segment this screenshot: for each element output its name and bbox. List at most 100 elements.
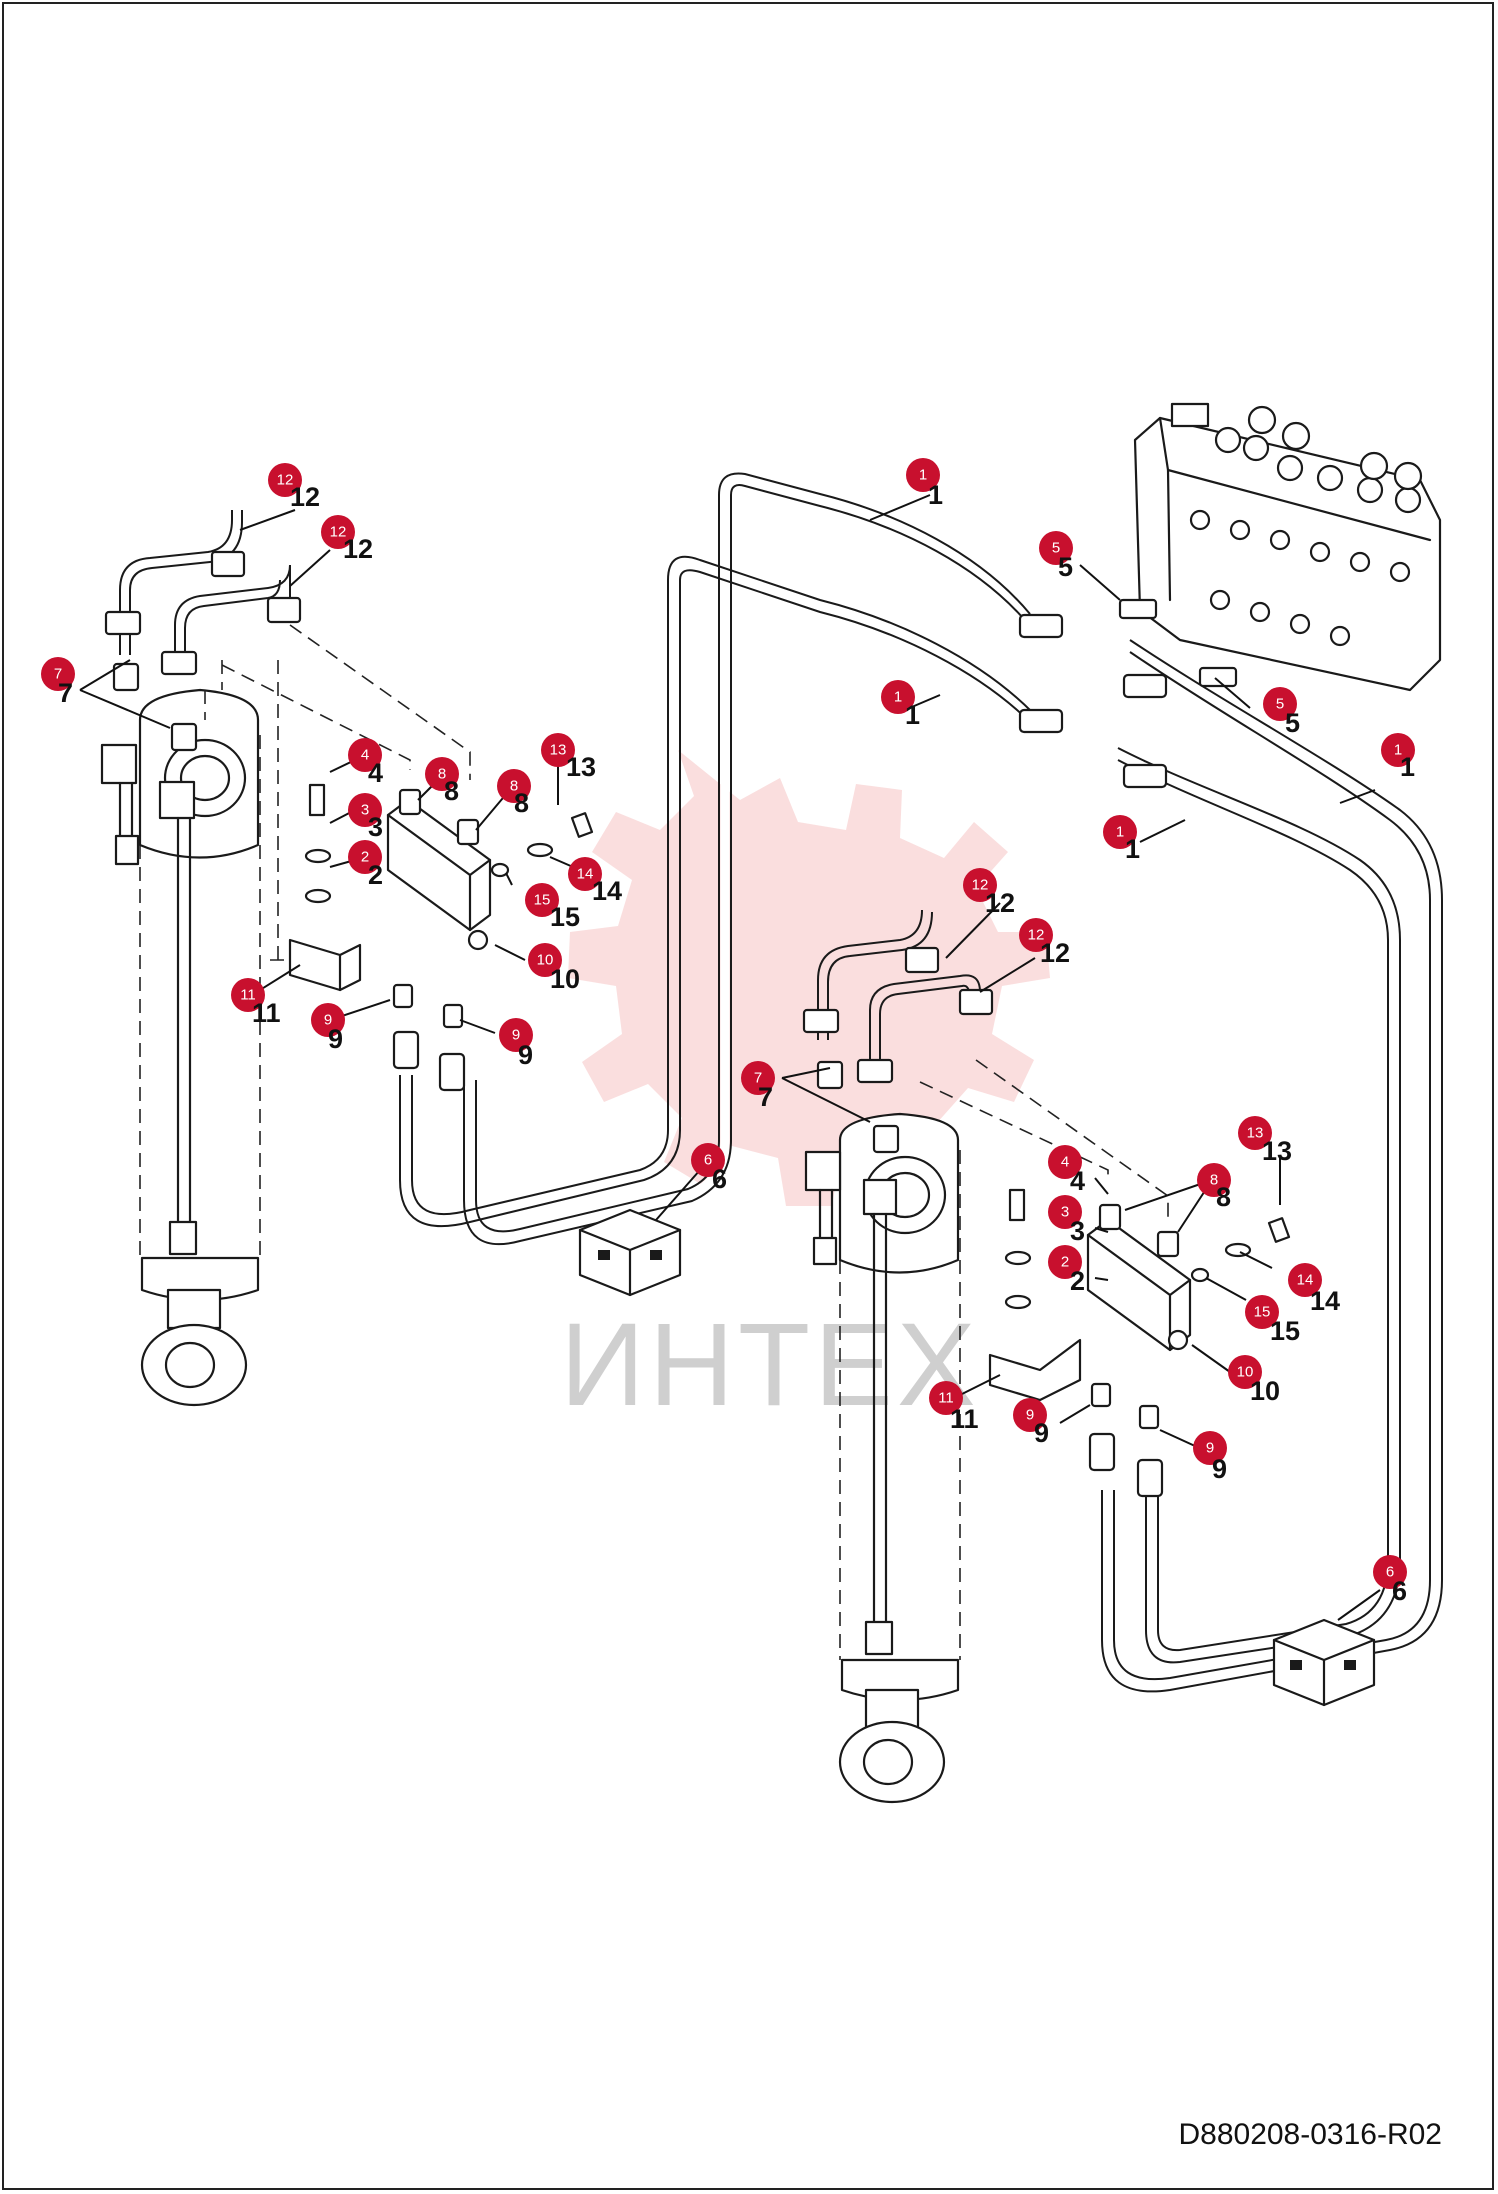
- callout-1-lower: 11: [1103, 815, 1140, 864]
- svg-text:9: 9: [1034, 1418, 1049, 1448]
- svg-text:13: 13: [1262, 1136, 1292, 1166]
- svg-text:2: 2: [1061, 1254, 1069, 1271]
- svg-text:12: 12: [985, 888, 1015, 918]
- svg-text:5: 5: [1276, 696, 1284, 713]
- svg-text:7: 7: [58, 678, 73, 708]
- svg-text:1: 1: [1116, 824, 1124, 841]
- svg-text:14: 14: [592, 876, 622, 906]
- svg-text:8: 8: [438, 766, 446, 783]
- svg-text:3: 3: [361, 802, 369, 819]
- svg-text:1: 1: [928, 480, 943, 510]
- callout-6-right: 66: [1373, 1555, 1407, 1606]
- svg-text:1: 1: [1400, 752, 1415, 782]
- svg-text:2: 2: [361, 849, 369, 866]
- watermark: ИНТЕХ: [560, 750, 1050, 1431]
- hose-1-long-runs: [399, 472, 1443, 1693]
- svg-text:9: 9: [1026, 1407, 1034, 1424]
- callout-8-right: 88: [1197, 1163, 1231, 1212]
- svg-text:12: 12: [290, 482, 320, 512]
- svg-text:2: 2: [1070, 1266, 1085, 1296]
- callout-7-left: 77: [41, 657, 75, 708]
- svg-text:6: 6: [704, 1152, 712, 1169]
- watermark-text: ИНТЕХ: [560, 1299, 980, 1431]
- svg-text:6: 6: [1392, 1576, 1407, 1606]
- svg-text:7: 7: [754, 1070, 762, 1087]
- left-manifold-block: [221, 624, 594, 1092]
- svg-text:12: 12: [1028, 927, 1045, 944]
- svg-text:13: 13: [1247, 1125, 1264, 1142]
- svg-text:1: 1: [1125, 834, 1140, 864]
- callout-8-left-b: 88: [497, 769, 531, 818]
- svg-text:12: 12: [330, 524, 347, 541]
- svg-text:1: 1: [894, 689, 902, 706]
- callout-7-right: 77: [741, 1061, 775, 1112]
- callout-2-right: 22: [1048, 1245, 1085, 1296]
- right-manifold-block: [919, 1059, 1291, 1498]
- svg-text:7: 7: [54, 666, 62, 683]
- control-valve: [1018, 402, 1442, 789]
- svg-text:11: 11: [938, 1390, 954, 1407]
- svg-text:10: 10: [550, 964, 580, 994]
- callout-9-right-a: 99: [1013, 1398, 1049, 1448]
- svg-text:9: 9: [324, 1012, 332, 1029]
- left-bracket-icon: [288, 938, 362, 992]
- svg-text:9: 9: [1212, 1454, 1227, 1484]
- svg-text:8: 8: [444, 776, 459, 806]
- callout-2-left: 22: [348, 840, 383, 890]
- svg-text:9: 9: [328, 1024, 343, 1054]
- svg-text:15: 15: [534, 892, 551, 909]
- svg-text:8: 8: [1216, 1182, 1231, 1212]
- terminal-box-left: [578, 1208, 682, 1297]
- svg-text:4: 4: [368, 758, 383, 788]
- callout-6-left: 66: [691, 1143, 727, 1194]
- svg-text:15: 15: [1254, 1304, 1271, 1321]
- callout-8-left-a: 88: [425, 757, 459, 806]
- valve-plug-icon: [1170, 402, 1210, 428]
- svg-text:3: 3: [368, 812, 383, 842]
- callout-4-left: 44: [348, 738, 383, 788]
- svg-text:10: 10: [1250, 1376, 1280, 1406]
- svg-text:13: 13: [566, 752, 596, 782]
- left-clamp-icon: [100, 743, 138, 785]
- callout-4-right: 44: [1048, 1145, 1085, 1196]
- callout-5-top: 55: [1039, 531, 1073, 582]
- svg-text:11: 11: [252, 998, 281, 1028]
- svg-text:3: 3: [1070, 1216, 1085, 1246]
- svg-text:11: 11: [950, 1404, 979, 1434]
- svg-text:11: 11: [240, 987, 256, 1004]
- svg-text:5: 5: [1052, 540, 1060, 557]
- svg-text:12: 12: [972, 877, 989, 894]
- svg-text:4: 4: [1061, 1154, 1069, 1171]
- callout-9-right-b: 99: [1193, 1431, 1227, 1484]
- svg-text:6: 6: [712, 1164, 727, 1194]
- hose-end-crimp-c: [1122, 673, 1168, 699]
- svg-text:5: 5: [1285, 708, 1300, 738]
- document-code: D880208-0316-R02: [1178, 2118, 1442, 2151]
- svg-text:3: 3: [1061, 1204, 1069, 1221]
- terminal-box-right: [1272, 1618, 1376, 1707]
- svg-text:1: 1: [1394, 742, 1402, 759]
- svg-text:12: 12: [1040, 938, 1070, 968]
- svg-text:14: 14: [1310, 1286, 1340, 1316]
- svg-text:4: 4: [1070, 1166, 1085, 1196]
- svg-text:12: 12: [277, 472, 294, 489]
- right-clamp-icon: [804, 1150, 842, 1192]
- left-cylinder-assembly: [100, 510, 320, 1407]
- callout-9-left-b: 99: [499, 1018, 533, 1070]
- valve-spool-caps: [1214, 405, 1423, 514]
- hose-end-crimp-d: [1122, 763, 1168, 789]
- callout-9-left-a: 99: [311, 1003, 345, 1054]
- valve-fitting-5a: [1118, 598, 1158, 620]
